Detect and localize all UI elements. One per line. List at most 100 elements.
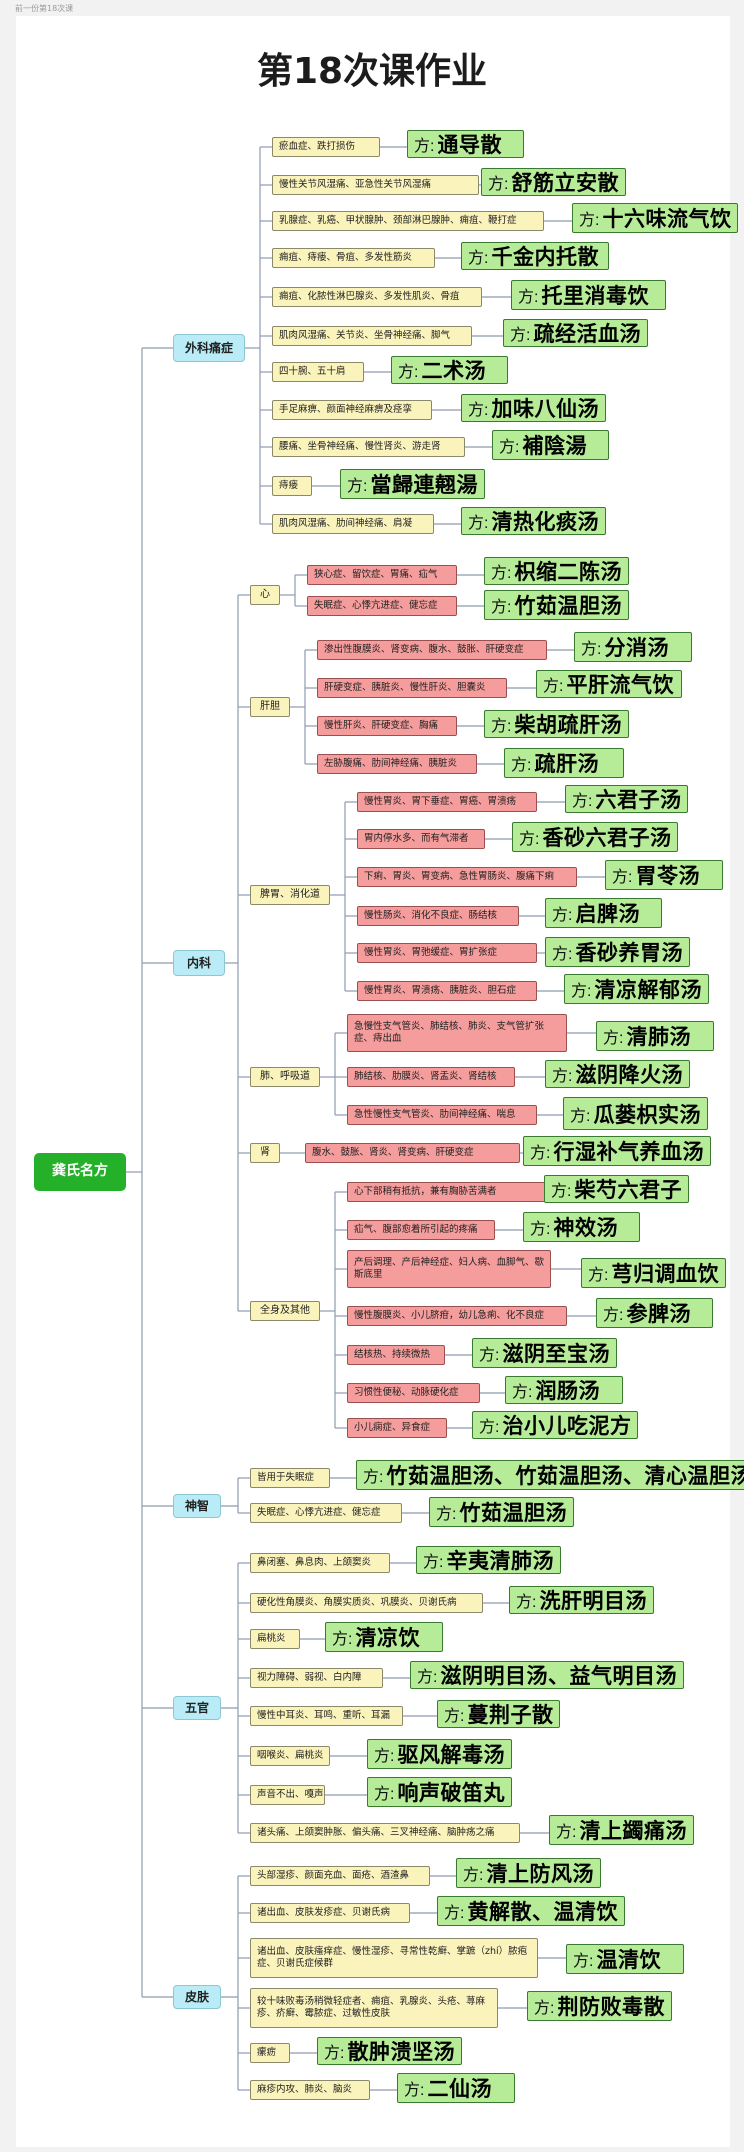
indication-38[interactable]: 扁桃炎 bbox=[250, 1629, 300, 1649]
indication-31[interactable]: 结核热、持续微热 bbox=[347, 1345, 445, 1365]
prescription-21[interactable]: 方:香砂养胃汤 bbox=[545, 937, 690, 967]
indication-36[interactable]: 鼻闭塞、鼻息肉、上颌窦炎 bbox=[250, 1553, 390, 1573]
prescription-39[interactable]: 方:滋阴明目汤、益气明目汤 bbox=[410, 1661, 684, 1689]
prescription-15[interactable]: 方:柴胡疏肝汤 bbox=[484, 710, 629, 738]
indication-11[interactable]: 狭心症、留饮症、胃痛、疝气 bbox=[307, 565, 457, 585]
prescription-42[interactable]: 方:响声破笛丸 bbox=[367, 1777, 512, 1807]
prescription-7[interactable]: 方:加味八仙汤 bbox=[461, 394, 606, 422]
indication-47[interactable]: 较十味败毒汤稍微轻症者、痈疽、乳腺炎、头疮、荨麻疹、疥癣、霉脓症、过敏性皮肤 bbox=[250, 1988, 498, 2028]
indication-29[interactable]: 产后调理、产后神经症、妇人病、血脚气、歇斯底里 bbox=[347, 1250, 551, 1288]
prescription-5[interactable]: 方:疏经活血汤 bbox=[503, 319, 648, 347]
prescription-23[interactable]: 方:清肺汤 bbox=[596, 1021, 714, 1051]
subgroup-s0[interactable]: 心 bbox=[250, 585, 280, 605]
prescription-26[interactable]: 方:行湿补气养血汤 bbox=[523, 1136, 711, 1166]
indication-26[interactable]: 腹水、鼓胀、肾炎、肾变病、肝硬变症 bbox=[305, 1143, 520, 1163]
indication-28[interactable]: 疝气、腹部愈着所引起的疼痛 bbox=[347, 1220, 495, 1240]
subgroup-s3[interactable]: 肺、呼吸道 bbox=[250, 1067, 320, 1087]
indication-18[interactable]: 胃内停水多、而有气滞者 bbox=[357, 829, 485, 849]
indication-35[interactable]: 失眠症、心悸亢进症、健忘症 bbox=[250, 1503, 402, 1523]
prescription-20[interactable]: 方:启脾汤 bbox=[545, 898, 662, 928]
indication-14[interactable]: 肝硬变症、胰脏炎、慢性肝炎、胆囊炎 bbox=[317, 678, 507, 698]
category-c3[interactable]: 五官 bbox=[173, 1696, 221, 1720]
indication-42[interactable]: 声音不出、嘎声 bbox=[250, 1785, 325, 1805]
category-c2[interactable]: 神智 bbox=[173, 1494, 221, 1518]
indication-24[interactable]: 肺结核、肋膜炎、肾盂炎、肾结核 bbox=[347, 1067, 515, 1087]
indication-21[interactable]: 慢性胃炎、胃弛缓症、胃扩张症 bbox=[357, 943, 537, 963]
indication-40[interactable]: 慢性中耳炎、耳鸣、重听、耳漏 bbox=[250, 1706, 403, 1726]
indication-25[interactable]: 急性慢性支气管炎、肋间神经痛、喘息 bbox=[347, 1105, 537, 1125]
indication-13[interactable]: 渗出性腹膜炎、肾变病、腹水、鼓胀、肝硬变症 bbox=[317, 640, 547, 660]
prescription-3[interactable]: 方:千金内托散 bbox=[461, 242, 609, 270]
indication-3[interactable]: 痈疽、痔瘘、骨疽、多发性筋炎 bbox=[272, 248, 435, 268]
prescription-40[interactable]: 方:蔓荆子散 bbox=[437, 1700, 561, 1728]
prescription-27[interactable]: 方:柴芍六君子 bbox=[544, 1175, 689, 1203]
indication-2[interactable]: 乳腺症、乳癌、甲状腺肿、颈部淋巴腺肿、痈疽、鞭打症 bbox=[272, 211, 544, 231]
indication-46[interactable]: 诸出血、皮肤瘙痒症、慢性湿疹、寻常性乾癣、掌蹠（zhí）脓疱症、贝谢氏症候群 bbox=[250, 1938, 538, 1978]
prescription-48[interactable]: 方:散肿溃坚汤 bbox=[317, 2037, 462, 2065]
prescription-18[interactable]: 方:香砂六君子汤 bbox=[512, 822, 679, 852]
prescription-9[interactable]: 方:當歸連翹湯 bbox=[340, 469, 485, 499]
prescription-22[interactable]: 方:清凉解郁汤 bbox=[564, 974, 709, 1004]
prescription-35[interactable]: 方:竹茹温胆汤 bbox=[429, 1497, 574, 1527]
prescription-16[interactable]: 方:疏肝汤 bbox=[504, 748, 624, 778]
prescription-24[interactable]: 方:滋阴降火汤 bbox=[545, 1060, 690, 1088]
indication-6[interactable]: 四十腕、五十肩 bbox=[272, 362, 364, 382]
indication-0[interactable]: 瘀血症、跌打损伤 bbox=[272, 137, 380, 157]
indication-30[interactable]: 慢性腹膜炎、小儿脐疳，幼儿急痢、化不良症 bbox=[347, 1306, 567, 1326]
prescription-43[interactable]: 方:清上蠲痛汤 bbox=[549, 1815, 694, 1845]
prescription-19[interactable]: 方:胃苓汤 bbox=[605, 860, 723, 890]
subgroup-s4[interactable]: 肾 bbox=[250, 1143, 280, 1163]
root-node[interactable]: 龚氏名方 bbox=[34, 1153, 126, 1191]
indication-32[interactable]: 习惯性便秘、动脉硬化症 bbox=[347, 1383, 480, 1403]
indication-8[interactable]: 腰痛、坐骨神经痛、慢性肾炎、游走肾 bbox=[272, 437, 465, 457]
prescription-36[interactable]: 方:辛夷清肺汤 bbox=[416, 1546, 561, 1574]
prescription-25[interactable]: 方:瓜蒌枳实汤 bbox=[563, 1097, 708, 1130]
prescription-8[interactable]: 方:補陰湯 bbox=[492, 430, 609, 460]
indication-9[interactable]: 痔瘘 bbox=[272, 476, 312, 496]
prescription-33[interactable]: 方:治小儿吃泥方 bbox=[472, 1411, 639, 1439]
breadcrumb[interactable]: 前一份第18次课 bbox=[15, 4, 74, 13]
prescription-31[interactable]: 方:滋阴至宝汤 bbox=[472, 1338, 617, 1368]
prescription-0[interactable]: 方:通导散 bbox=[407, 130, 524, 158]
prescription-44[interactable]: 方:清上防风汤 bbox=[456, 1858, 601, 1888]
prescription-1[interactable]: 方:舒筋立安散 bbox=[481, 168, 626, 196]
indication-22[interactable]: 慢性胃炎、胃溃疡、胰脏炎、胆石症 bbox=[357, 981, 537, 1001]
prescription-2[interactable]: 方:十六味流气饮 bbox=[572, 203, 739, 233]
indication-15[interactable]: 慢性肝炎、肝硬变症、胸痛 bbox=[317, 716, 457, 736]
prescription-12[interactable]: 方:竹茹温胆汤 bbox=[484, 590, 629, 620]
indication-39[interactable]: 视力障碍、弱视、白内障 bbox=[250, 1668, 383, 1688]
prescription-32[interactable]: 方:润肠汤 bbox=[505, 1376, 623, 1404]
indication-43[interactable]: 诸头痛、上颌窦肿胀、偏头痛、三叉神经痛、脑肿疡之痛 bbox=[250, 1823, 520, 1843]
indication-33[interactable]: 小儿痫症、异食症 bbox=[347, 1418, 447, 1438]
indication-48[interactable]: 瘰疬 bbox=[250, 2043, 290, 2063]
prescription-29[interactable]: 方:芎归调血饮 bbox=[581, 1258, 726, 1288]
prescription-45[interactable]: 方:黄解散、温清饮 bbox=[437, 1896, 625, 1926]
indication-23[interactable]: 急慢性支气管炎、肺结核、肺炎、支气管扩张症、痔出血 bbox=[347, 1014, 567, 1052]
prescription-11[interactable]: 方:枳缩二陈汤 bbox=[484, 557, 629, 585]
prescription-17[interactable]: 方:六君子汤 bbox=[565, 785, 689, 813]
prescription-14[interactable]: 方:平肝流气饮 bbox=[536, 670, 682, 698]
indication-12[interactable]: 失眠症、心悸亢进症、健忘症 bbox=[307, 596, 457, 616]
indication-41[interactable]: 咽喉炎、扁桃炎 bbox=[250, 1746, 330, 1766]
prescription-34[interactable]: 方:竹茹温胆汤、竹茹温胆汤、清心温胆汤 bbox=[356, 1460, 744, 1490]
category-c4[interactable]: 皮肤 bbox=[173, 1985, 221, 2009]
indication-4[interactable]: 痈疽、化脓性淋巴腺炎、多发性肌炎、骨疽 bbox=[272, 287, 482, 307]
prescription-38[interactable]: 方:清凉饮 bbox=[325, 1622, 443, 1652]
subgroup-s5[interactable]: 全身及其他 bbox=[250, 1301, 320, 1321]
category-c0[interactable]: 外科痛症 bbox=[173, 334, 245, 362]
indication-20[interactable]: 慢性肠炎、消化不良症、肠结核 bbox=[357, 906, 519, 926]
category-c1[interactable]: 内科 bbox=[173, 950, 225, 976]
prescription-46[interactable]: 方:温清饮 bbox=[566, 1944, 684, 1974]
subgroup-s1[interactable]: 肝胆 bbox=[250, 697, 290, 717]
prescription-4[interactable]: 方:托里消毒饮 bbox=[511, 280, 666, 310]
prescription-6[interactable]: 方:二术汤 bbox=[391, 356, 508, 384]
indication-7[interactable]: 手足麻痹、颜面神经麻痹及痉挛 bbox=[272, 400, 432, 420]
indication-5[interactable]: 肌肉风湿痛、关节炎、坐骨神经痛、脚气 bbox=[272, 326, 472, 346]
indication-45[interactable]: 诸出血、皮肤发疹症、贝谢氏病 bbox=[250, 1903, 410, 1923]
prescription-49[interactable]: 方:二仙汤 bbox=[397, 2073, 515, 2103]
indication-37[interactable]: 硬化性角膜炎、角膜实质炎、巩膜炎、贝谢氏病 bbox=[250, 1593, 483, 1613]
prescription-28[interactable]: 方:神效汤 bbox=[523, 1212, 640, 1242]
prescription-47[interactable]: 方:荆防败毒散 bbox=[527, 1991, 672, 2021]
prescription-30[interactable]: 方:参脾汤 bbox=[596, 1298, 713, 1328]
indication-34[interactable]: 皆用于失眠症 bbox=[250, 1468, 330, 1488]
